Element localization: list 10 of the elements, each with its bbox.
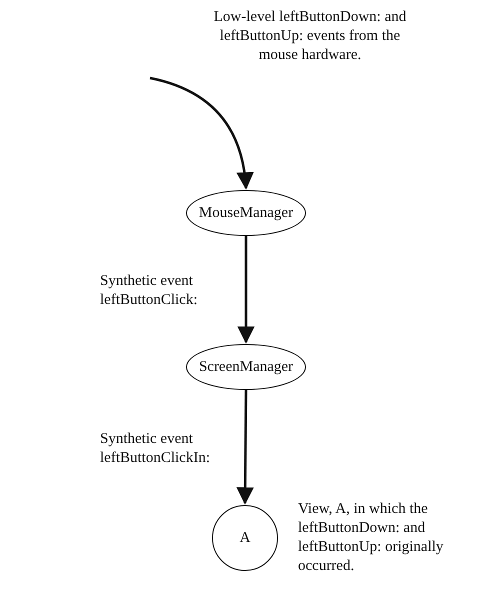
arrow xyxy=(236,390,254,505)
edge-label: Low-level leftButtonDown: and leftButtonUp: events from the mouse hardware. xyxy=(212,8,408,65)
arrow xyxy=(150,76,254,190)
node-label: ScreenManager xyxy=(198,358,294,376)
node-caption: View, A, in which the leftButtonDown: and leftButtonUp: originally occurred. xyxy=(298,500,444,576)
edge-label: Synthetic event leftButtonClickIn: xyxy=(100,430,211,468)
arrow xyxy=(237,236,255,344)
node-label: MouseManager xyxy=(198,204,294,222)
node-label: A xyxy=(240,530,250,546)
edge-label: Synthetic event leftButtonClick: xyxy=(100,272,198,310)
